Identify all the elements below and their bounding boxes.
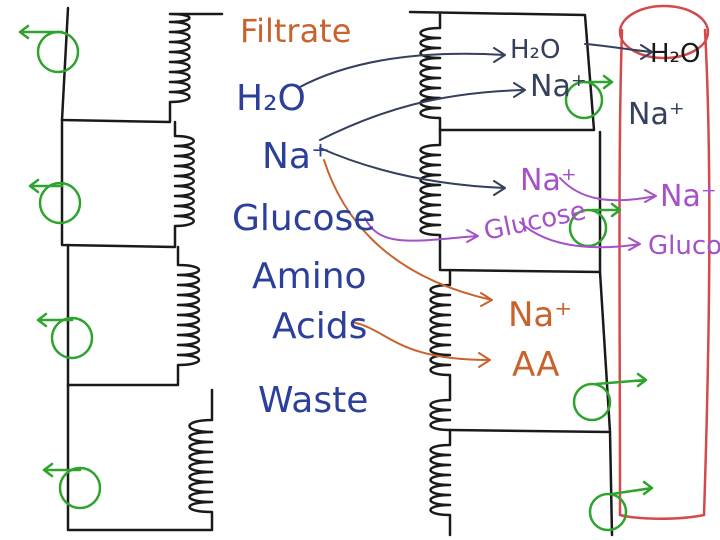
right-cell-4: [429, 428, 614, 537]
left-epithelial-cells: [60, 6, 224, 532]
arrow-na-to-cell-lower: [319, 147, 506, 196]
tubule-h2o: H₂O: [510, 35, 560, 65]
sodium-pumps: [18, 24, 654, 532]
capillary-labels: H₂O Na⁺ Na⁺ Glucose: [628, 39, 720, 261]
capillary-right-wall: [702, 28, 711, 517]
pump-right-2: [568, 202, 622, 248]
navy-arrows: [297, 43, 653, 196]
pump-left-1: [18, 24, 80, 74]
tubule-na-top: Na⁺: [530, 69, 587, 104]
arrow-glucose-to-cell: [364, 217, 479, 243]
arrow-glucose-to-blood: [519, 221, 641, 251]
tubule-na-purple: Na⁺: [520, 163, 577, 198]
pump-left-3: [36, 312, 94, 360]
orange-arrows: [323, 159, 493, 368]
right-cell-1: [408, 10, 596, 132]
filtrate-amino: Amino: [252, 256, 367, 297]
blood-capillary: [618, 4, 711, 520]
filtrate-glucose: Glucose: [232, 198, 375, 239]
pump-left-2: [28, 178, 82, 225]
tubule-labels: H₂O Na⁺ Na⁺ Glucose Na⁺ AA: [481, 35, 589, 385]
purple-arrows: [364, 177, 657, 251]
capillary-na: Na⁺: [628, 97, 685, 132]
capillary-opening: [618, 4, 710, 60]
filtrate-acids: Acids: [272, 306, 367, 347]
capillary-glucose: Glucose: [648, 231, 720, 261]
left-cell-3: [66, 243, 200, 387]
arrow-na-to-orange: [323, 159, 493, 307]
left-cell-2: [60, 118, 195, 249]
pump-left-4: [42, 462, 102, 510]
pump-right-1: [564, 74, 614, 120]
capillary-bottom: [618, 513, 706, 520]
pump-right-3: [572, 372, 648, 422]
arrow-h2o-to-blood: [584, 43, 653, 60]
arrow-aa-to-orange: [351, 321, 491, 368]
tubule-aa: AA: [512, 345, 559, 385]
filtrate-na: Na⁺: [262, 136, 330, 177]
filtrate-h2o: H₂O: [236, 78, 306, 119]
capillary-na-purple: Na⁺: [660, 179, 717, 214]
filtrate-heading: Filtrate: [240, 12, 351, 50]
right-cell-3: [429, 270, 612, 434]
arrow-na-to-cell: [319, 82, 526, 141]
tubule-na-orange: Na⁺: [508, 295, 572, 335]
pump-right-4: [588, 480, 654, 532]
left-cell-4: [66, 383, 214, 532]
arrow-na-to-blood: [559, 177, 657, 203]
filtrate-labels: Filtrate H₂O Na⁺ Glucose Amino Acids Was…: [232, 12, 375, 421]
capillary-left-wall: [618, 28, 624, 517]
filtrate-waste: Waste: [258, 380, 368, 421]
capillary-h2o: H₂O: [650, 39, 700, 69]
arrow-h2o-to-cell: [297, 47, 506, 89]
right-epithelial-cells: [408, 10, 614, 537]
left-cell-1: [60, 6, 224, 124]
right-cell-2: [419, 128, 602, 274]
